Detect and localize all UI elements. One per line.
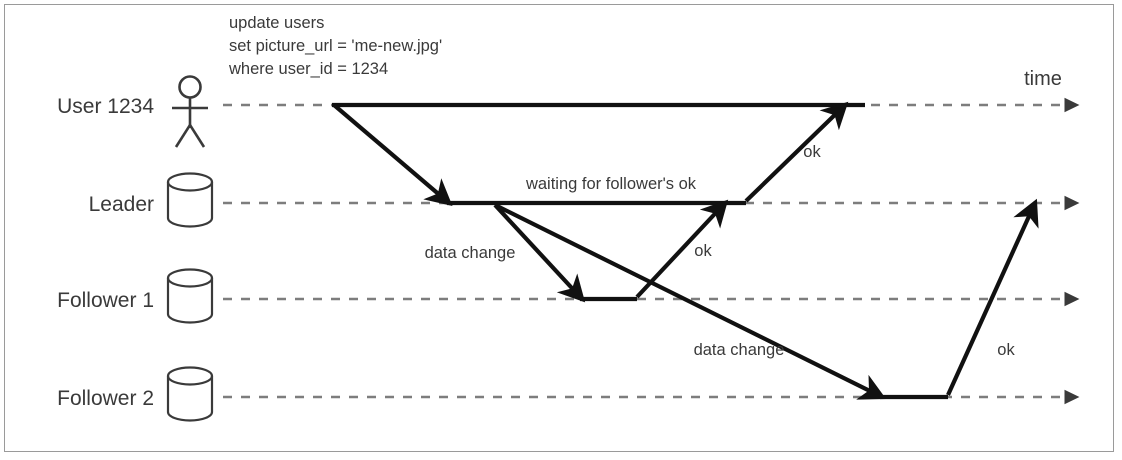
- message-label-m6: ok: [803, 143, 821, 161]
- participant-label-follower1: Follower 1: [57, 289, 154, 312]
- participant-label-user: User 1234: [57, 95, 154, 118]
- message-arrow-m7: [946, 198, 1039, 396]
- sql-note-line-1: update users: [229, 14, 324, 32]
- activation-bars: [332, 102, 948, 400]
- sql-note: update users set picture_url = 'me-new.j…: [228, 14, 442, 78]
- participant-label-leader: Leader: [89, 193, 154, 216]
- message-labels: waiting for follower's ok data change da…: [425, 143, 1016, 359]
- actor-icons: [166, 75, 214, 422]
- message-arrow-m4: [494, 203, 887, 400]
- time-axis-label: time: [1024, 68, 1062, 90]
- lifelines: [223, 97, 1080, 405]
- actor-labels: User 1234 Leader Follower 1 Follower 2: [57, 95, 154, 410]
- message-arrow-m5: [635, 199, 729, 299]
- message-label-m2: waiting for follower's ok: [525, 175, 697, 193]
- database-cylinder-icon-leader: [166, 172, 214, 228]
- message-arrow-m1: [332, 103, 453, 206]
- message-label-m7: ok: [997, 341, 1015, 359]
- message-arrows: [332, 101, 1039, 400]
- sql-note-line-3: where user_id = 1234: [228, 60, 388, 78]
- message-label-m5: ok: [694, 242, 712, 260]
- message-label-m3: data change: [425, 244, 516, 262]
- stick-figure-icon: [172, 75, 208, 148]
- database-cylinder-icon-follower2: [166, 366, 214, 422]
- diagram-frame: [4, 4, 1114, 452]
- message-arrow-m3: [493, 203, 586, 303]
- sql-note-line-2: set picture_url = 'me-new.jpg': [229, 37, 442, 55]
- message-label-m4: data change: [694, 341, 785, 359]
- message-arrow-m6: [744, 101, 849, 203]
- database-cylinder-icon-follower1: [166, 268, 214, 324]
- participant-label-follower2: Follower 2: [57, 387, 154, 410]
